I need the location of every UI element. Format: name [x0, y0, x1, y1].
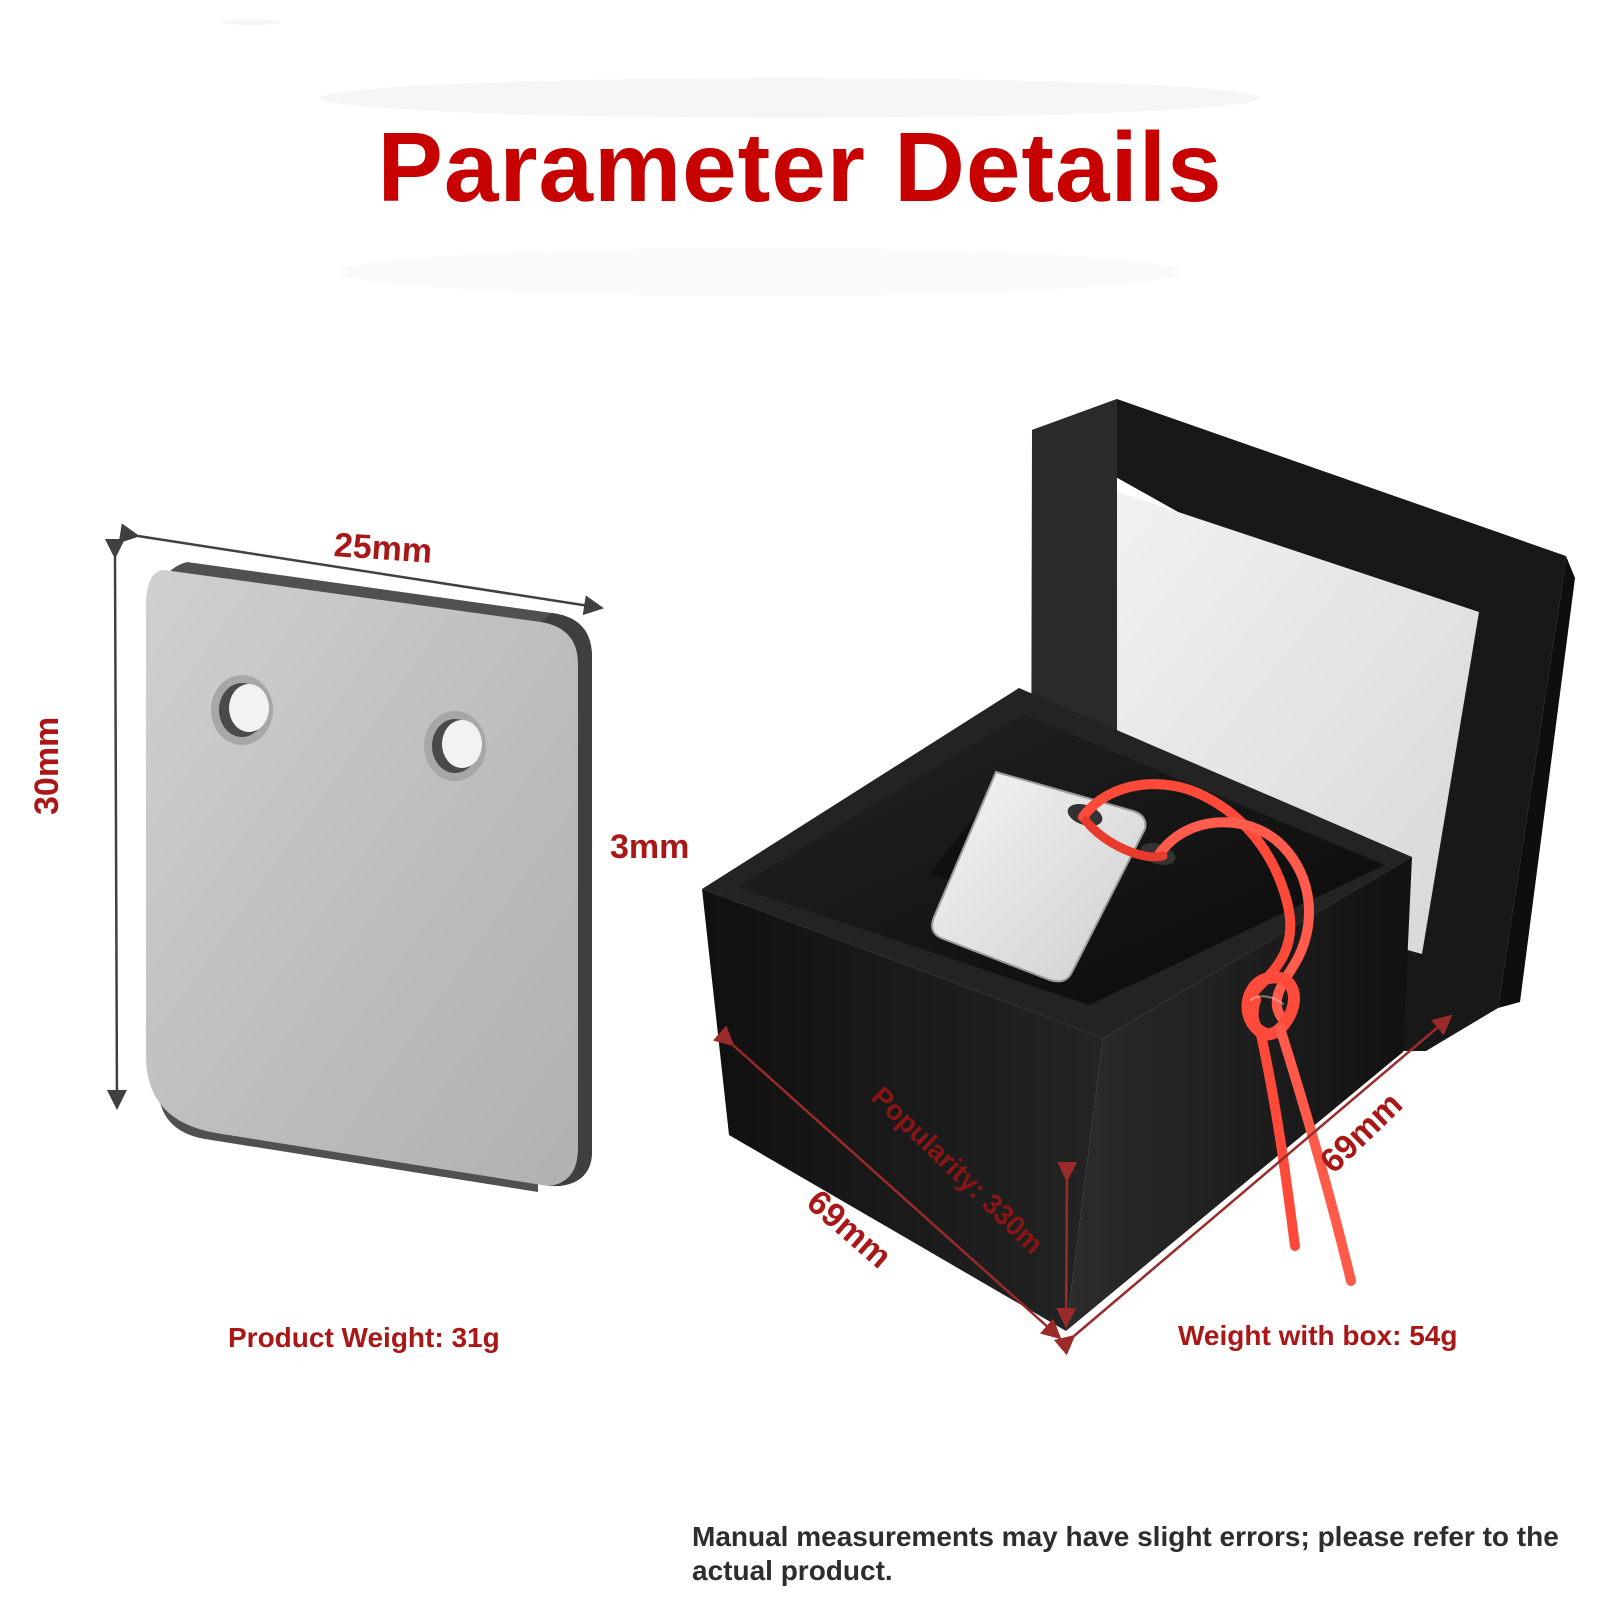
page-title: Parameter Details: [377, 112, 1223, 222]
product-weight-label: Product Weight: 31g: [228, 1322, 500, 1353]
weight-with-box-label: Weight with box: 54g: [1178, 1320, 1458, 1351]
faint-background-marks: [220, 19, 1260, 296]
plate-width-label: 25mm: [332, 526, 434, 571]
box-dimension-lines: [712, 1014, 1453, 1356]
plate-height-label: 30mm: [28, 716, 66, 815]
metal-plate-illustration: [146, 562, 592, 1192]
plate-thickness-label: 3mm: [610, 828, 690, 866]
measurement-disclaimer: Manual measurements may have slight erro…: [692, 1521, 1559, 1586]
